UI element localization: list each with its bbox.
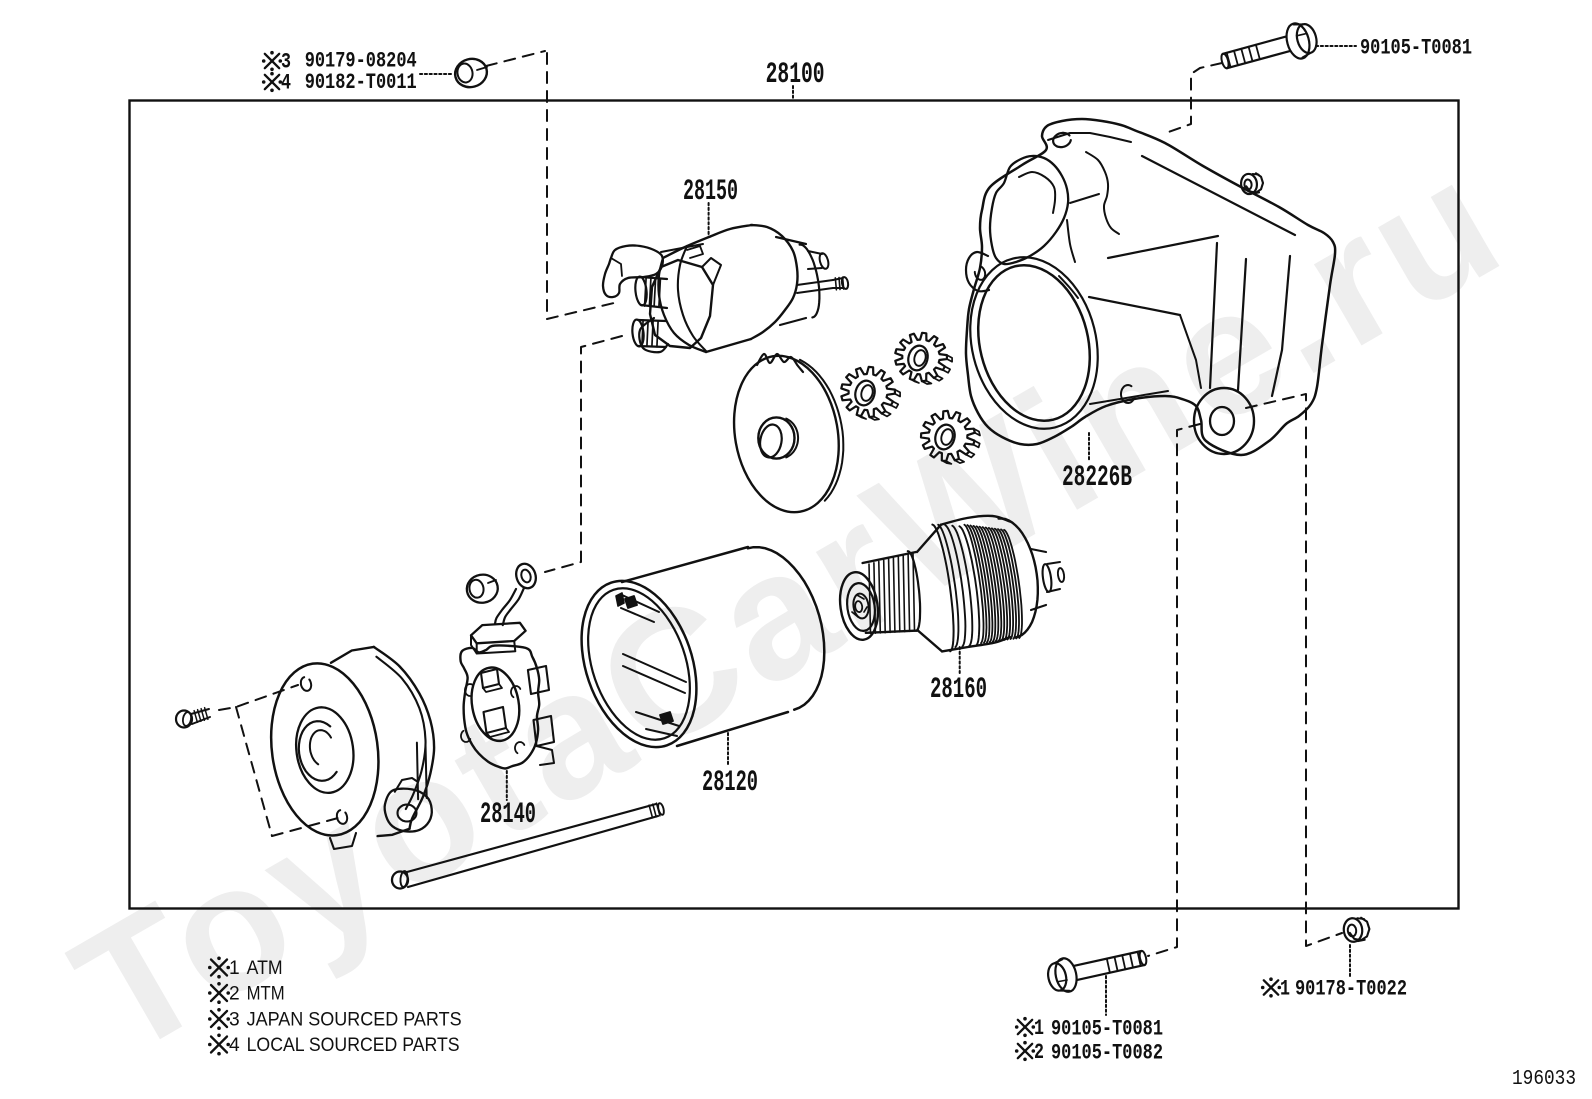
svg-text:MTM: MTM [247, 984, 285, 1005]
svg-text:3: 3 [281, 49, 291, 75]
svg-text:2: 2 [1034, 1039, 1044, 1065]
svg-text:28120: 28120 [702, 765, 758, 799]
svg-text:1: 1 [1034, 1015, 1044, 1041]
svg-text:4: 4 [229, 1035, 240, 1056]
svg-text:3: 3 [229, 1010, 240, 1031]
svg-text:4: 4 [281, 70, 291, 96]
svg-text:1: 1 [1280, 976, 1290, 1002]
svg-text:ATM: ATM [247, 958, 283, 979]
svg-text:28150: 28150 [683, 174, 738, 208]
svg-text:90105-T0081: 90105-T0081 [1360, 35, 1472, 61]
svg-text:28226B: 28226B [1062, 460, 1132, 494]
svg-text:1: 1 [229, 958, 240, 979]
svg-text:90179-08204: 90179-08204 [305, 48, 417, 74]
svg-text:90182-T0011: 90182-T0011 [305, 69, 417, 95]
svg-text:28160: 28160 [930, 672, 987, 706]
svg-text:90178-T0022: 90178-T0022 [1295, 976, 1407, 1002]
svg-text:90105-T0082: 90105-T0082 [1051, 1039, 1163, 1065]
svg-text:28100: 28100 [766, 57, 825, 91]
svg-text:JAPAN SOURCED PARTS: JAPAN SOURCED PARTS [247, 1010, 462, 1031]
svg-text:196033: 196033 [1512, 1068, 1576, 1091]
svg-text:90105-T0081: 90105-T0081 [1051, 1015, 1163, 1041]
svg-text:LOCAL SOURCED PARTS: LOCAL SOURCED PARTS [247, 1035, 460, 1056]
svg-text:28140: 28140 [480, 797, 536, 831]
svg-text:2: 2 [229, 984, 240, 1005]
